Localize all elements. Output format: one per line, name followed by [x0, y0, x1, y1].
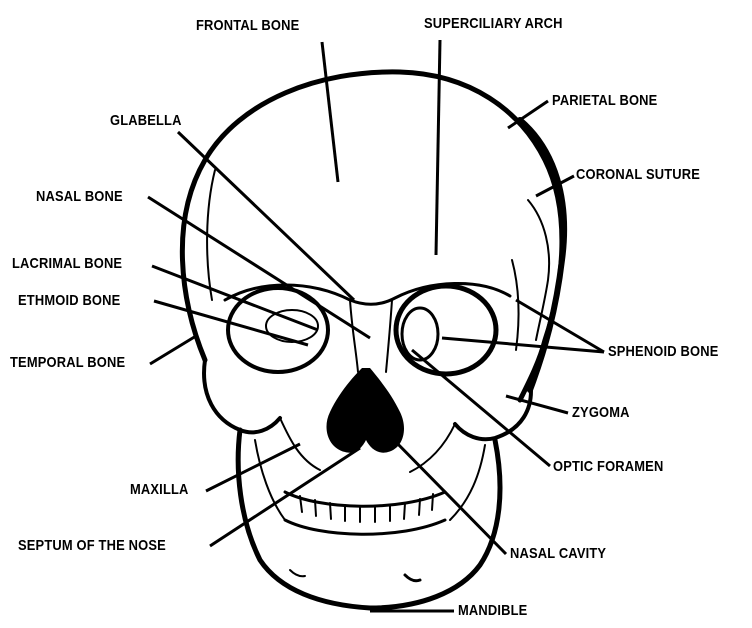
brow-ridge [225, 283, 510, 304]
label-zygoma: ZYGOMA [572, 404, 630, 422]
leader-temporal-bone [150, 336, 196, 364]
label-maxilla: MAXILLA [130, 481, 189, 499]
right-temporal-line [512, 260, 519, 350]
label-glabella: GLABELLA [110, 112, 182, 130]
leader-superciliary-arch [436, 40, 440, 255]
leader-lacrimal-bone [152, 266, 318, 330]
cranium-outline [182, 72, 562, 400]
chin-mark [405, 575, 420, 581]
right-orbit [396, 286, 496, 374]
label-temporal-bone: TEMPORAL BONE [10, 354, 125, 372]
label-frontal-bone: FRONTAL BONE [196, 17, 299, 35]
cranium-right-edge [520, 120, 564, 390]
lower-teeth [285, 520, 445, 534]
right-ramus [450, 445, 485, 520]
leader-zygoma [506, 396, 568, 413]
leader-frontal-bone [322, 42, 338, 182]
leader-glabella [178, 132, 354, 300]
leader-nasal-cavity [390, 436, 506, 554]
left-chin-mark [290, 570, 305, 576]
leader-maxilla [206, 444, 300, 491]
label-nasal-cavity: NASAL CAVITY [510, 545, 606, 563]
label-ethmoid-bone: ETHMOID BONE [18, 292, 120, 310]
right-zygoma [455, 380, 531, 439]
label-lacrimal-bone: LACRIMAL BONE [12, 255, 122, 273]
leader-ethmoid-bone [154, 301, 308, 345]
label-optic-foramen: OPTIC FORAMEN [553, 458, 663, 476]
leader-sphenoid-bone-b [442, 338, 604, 352]
leader-septum [210, 448, 360, 546]
label-coronal-suture: CORONAL SUTURE [576, 166, 700, 184]
upper-teeth [285, 492, 445, 506]
leader-lines [148, 40, 604, 611]
label-nasal-bone: NASAL BONE [36, 188, 123, 206]
label-mandible: MANDIBLE [458, 602, 527, 620]
label-parietal-bone: PARIETAL BONE [552, 92, 657, 110]
label-superciliary-arch: SUPERCILIARY ARCH [424, 15, 563, 33]
nasal-bridge-right [386, 300, 392, 372]
upper-teeth-marks [300, 494, 433, 522]
right-orbit-inner [402, 308, 438, 360]
label-sphenoid-bone: SPHENOID BONE [608, 343, 718, 361]
label-septum-of-the-nose: SEPTUM OF THE NOSE [18, 537, 166, 555]
nasal-bridge [350, 300, 358, 372]
